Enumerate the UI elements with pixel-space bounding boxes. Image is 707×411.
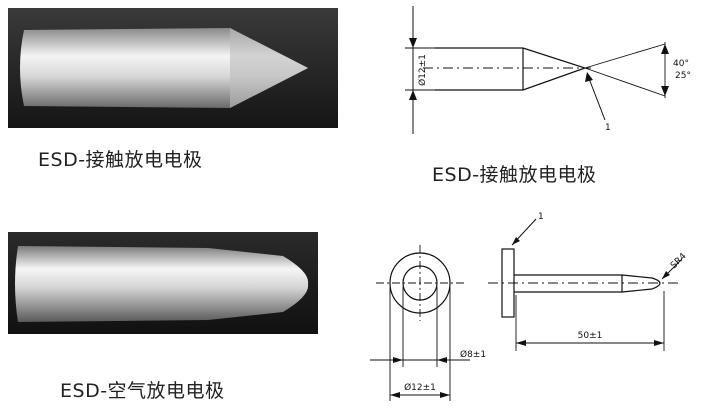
contact-electrode-drawing: Ø12±1 40° 25° 1 [405, 6, 691, 134]
electrode-outline [435, 47, 587, 91]
radius-label: SR4 [669, 251, 689, 271]
diameter-label: Ø12±1 [417, 54, 428, 86]
contact-drawing-caption: ESD-接触放电电极 [432, 164, 597, 186]
electrode-body [15, 246, 309, 322]
callout-label: 1 [538, 212, 544, 222]
inner-diameter-label: Ø8±1 [460, 349, 486, 360]
air-photo-caption: ESD-空气放电电极 [60, 380, 225, 402]
callout-label: 1 [605, 123, 611, 133]
angle-ray-upper [584, 43, 666, 69]
contact-electrode-photo [8, 8, 338, 128]
air-electrode-drawing: 1 SR4 50±1 Ø8±1 Ø12±1 [370, 212, 689, 401]
electrode-tip [230, 28, 308, 108]
air-electrode-photo [8, 232, 318, 334]
angle-ray-lower [584, 67, 666, 97]
angle-inner-label: 25° [675, 71, 691, 81]
shaft [514, 274, 661, 293]
callout-leader [587, 75, 606, 121]
outer-diameter-label: Ø12±1 [404, 382, 436, 393]
contact-photo-caption: ESD-接触放电电极 [38, 149, 203, 171]
angle-outer-label: 40° [673, 59, 689, 69]
length-label: 50±1 [578, 331, 603, 341]
